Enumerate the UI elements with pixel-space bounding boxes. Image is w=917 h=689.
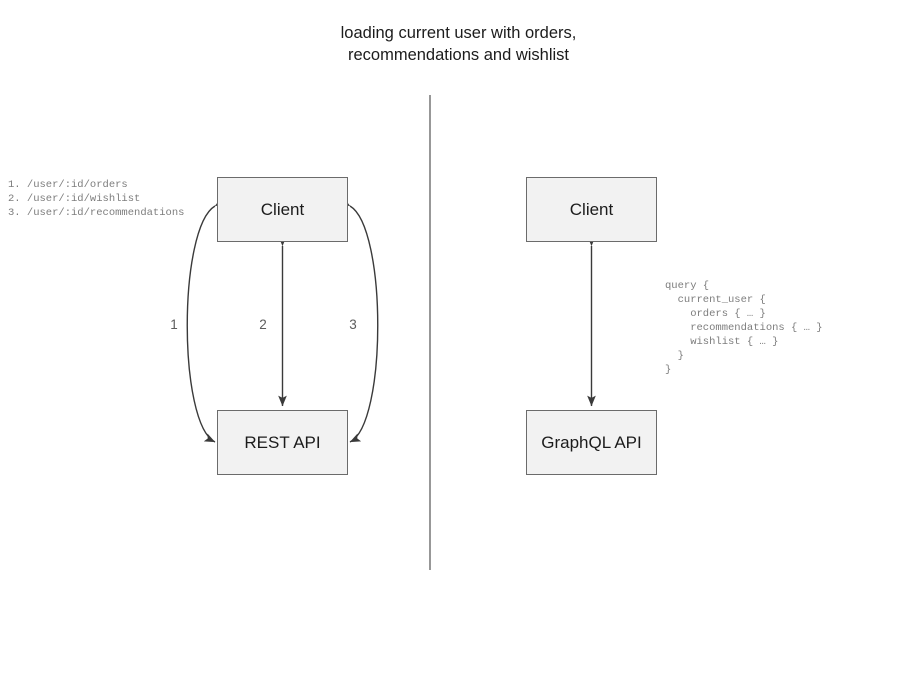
edge-label-1: 1 <box>170 317 178 332</box>
rest-edge-1-path <box>186 196 227 443</box>
node-rest-api[interactable]: REST API <box>217 410 348 475</box>
node-rest-client[interactable]: Client <box>217 177 348 242</box>
rest-endpoints-list: 1. /user/:id/orders 2. /user/:id/wishlis… <box>8 179 185 219</box>
rest-edge-3-path <box>338 196 379 443</box>
edge-label-3: 3 <box>349 317 357 332</box>
edge-label-2: 2 <box>259 317 267 332</box>
node-graphql-client[interactable]: Client <box>526 177 657 242</box>
graphql-query-block: query { current_user { orders { … } reco… <box>665 280 823 376</box>
page-title: loading current user with orders, recomm… <box>340 24 577 64</box>
node-graphql-api[interactable]: GraphQL API <box>526 410 657 475</box>
